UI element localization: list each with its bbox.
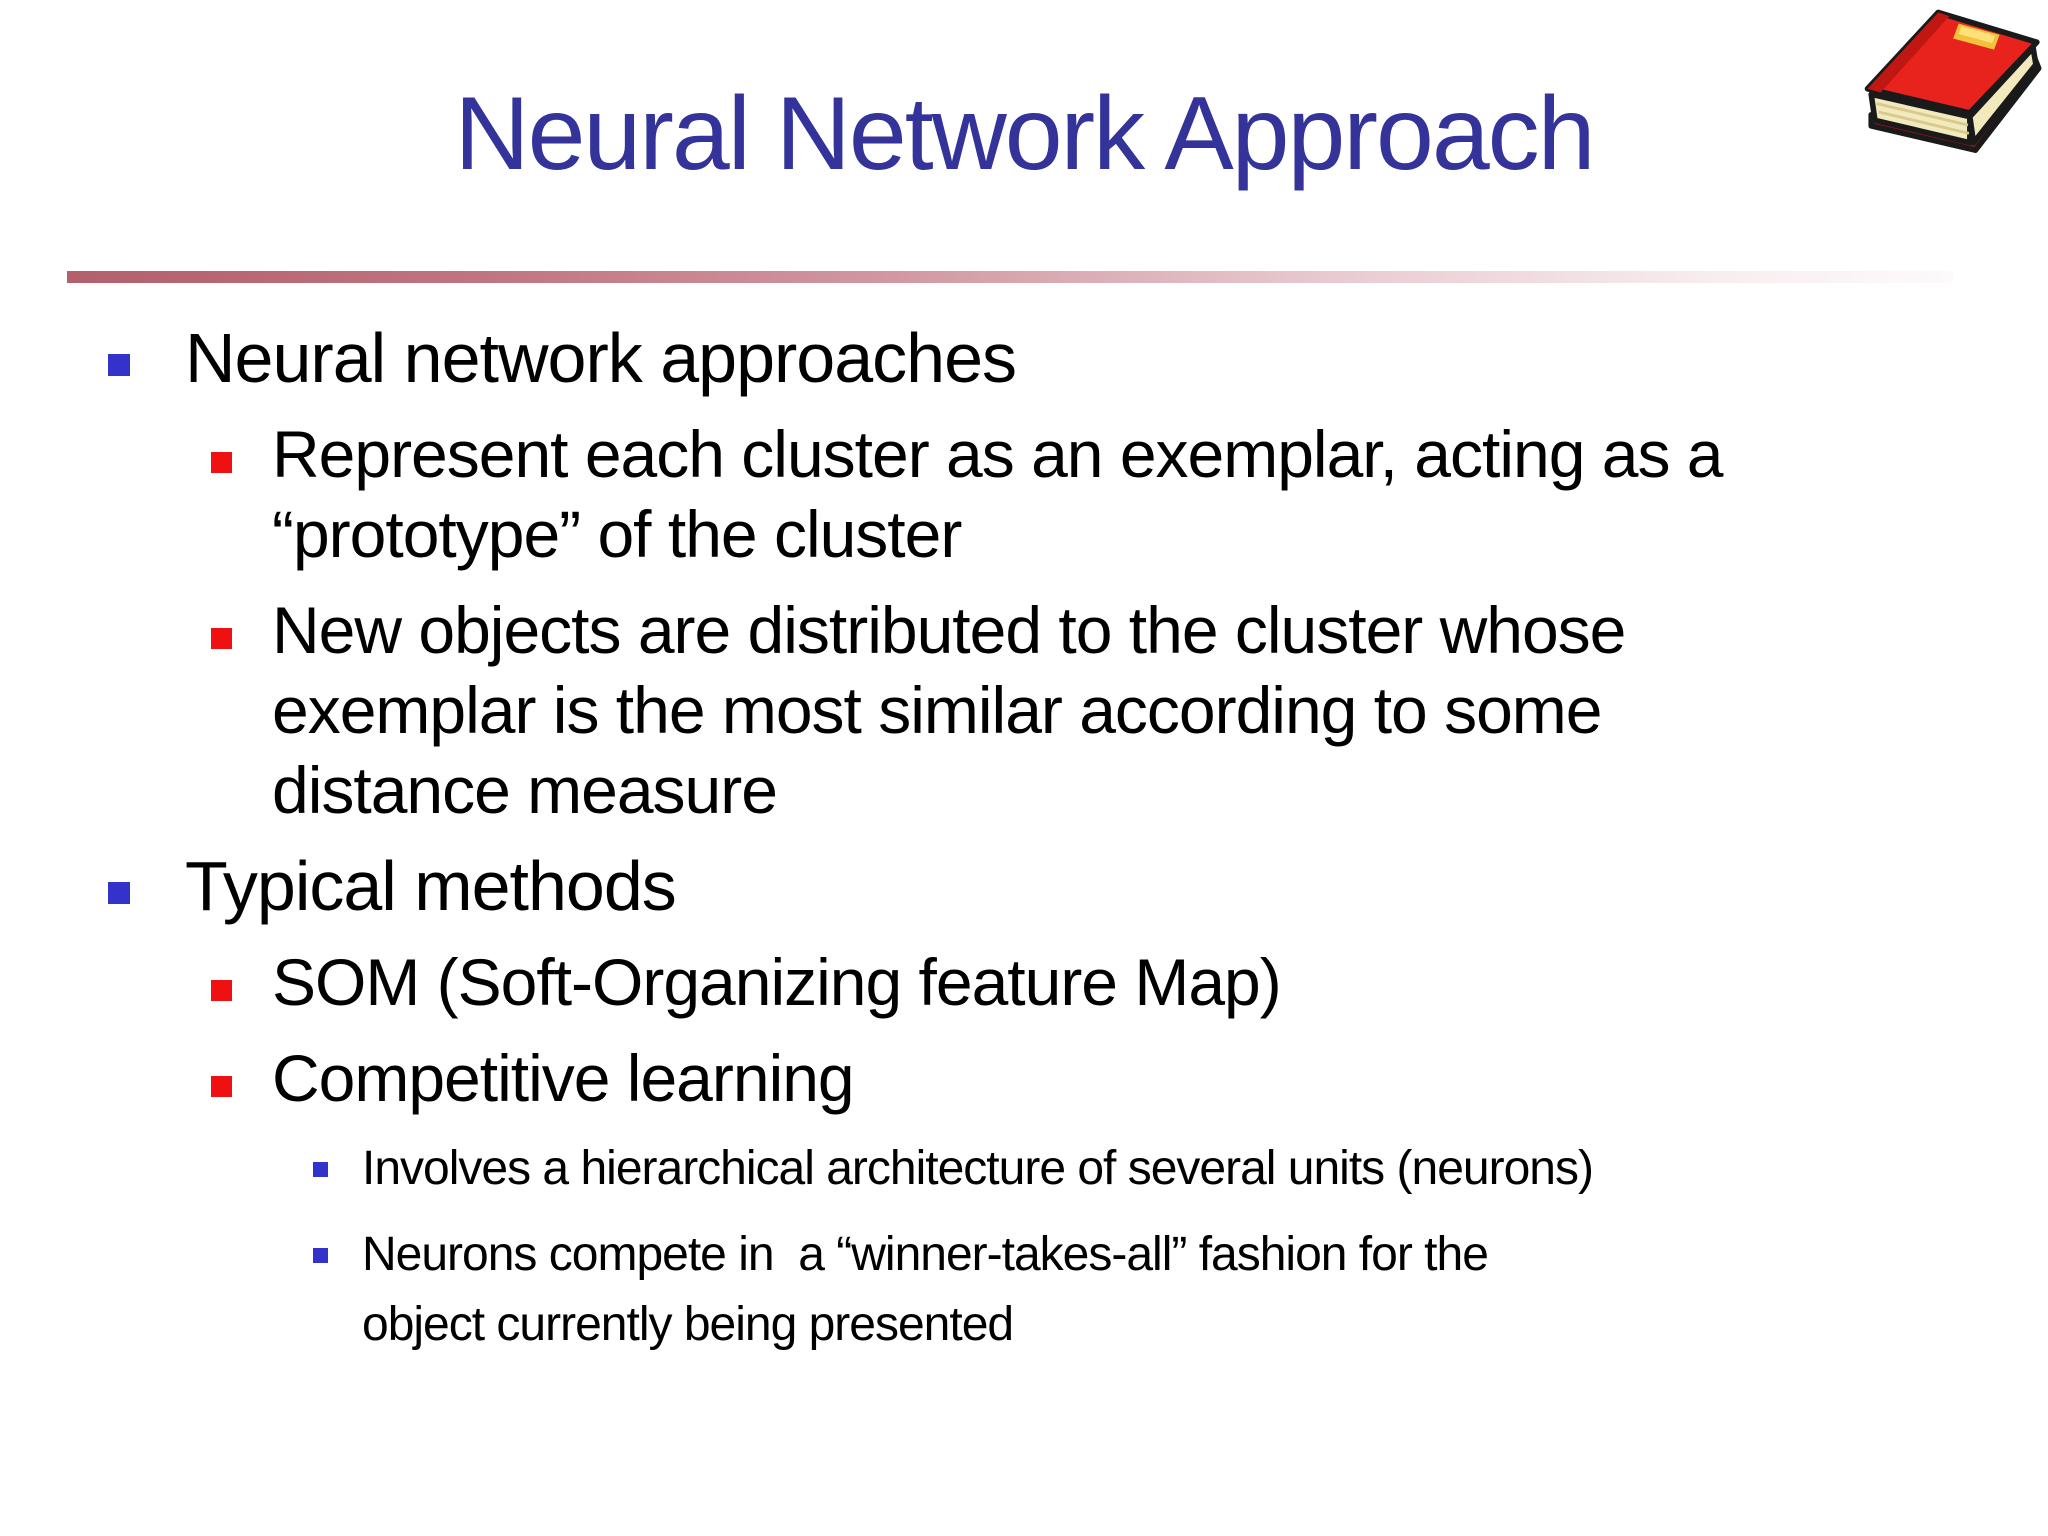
book-spine — [1867, 12, 1950, 93]
bullet-text: Involves a hierarchical architecture of … — [362, 1142, 1594, 1195]
title-divider — [67, 271, 1953, 283]
bullet-text: SOM (Soft-Organizing feature Map) — [272, 945, 1282, 1019]
bullet-text: Represent each cluster as an exemplar, a… — [272, 417, 1724, 571]
bullet-square-icon — [313, 1248, 328, 1263]
bullet-text: Competitive learning — [272, 1041, 855, 1115]
bullet-item: Represent each cluster as an exemplar, a… — [0, 414, 2048, 574]
bullet-item: Competitive learning — [0, 1038, 2048, 1118]
bullet-list: Neural network approaches Represent each… — [0, 318, 2048, 1376]
bullet-square-icon — [313, 1162, 328, 1177]
bullet-item: Involves a hierarchical architecture of … — [0, 1134, 2048, 1204]
bullet-text: Typical methods — [185, 847, 677, 925]
bullet-square-icon — [211, 1076, 232, 1097]
book-pages-left — [1868, 91, 1973, 146]
bullet-square-icon — [211, 452, 232, 473]
book-label-highlight — [1958, 26, 1995, 44]
bullet-square-icon — [211, 628, 232, 649]
bullet-item: Neurons compete in a “winner-takes-all” … — [0, 1220, 2048, 1360]
bullet-item: Neural network approaches — [0, 318, 2048, 398]
bullet-item: SOM (Soft-Organizing feature Map) — [0, 942, 2048, 1022]
bullet-text: New objects are distributed to the clust… — [272, 593, 1626, 827]
bullet-text: Neurons compete in a “winner-takes-all” … — [362, 1228, 1489, 1351]
bullet-square-icon — [108, 354, 130, 376]
bullet-square-icon — [108, 882, 130, 904]
bullet-item: New objects are distributed to the clust… — [0, 590, 2048, 830]
bullet-square-icon — [211, 980, 232, 1001]
bullet-text: Neural network approaches — [185, 319, 1017, 397]
page-title: Neural Network Approach — [454, 76, 1595, 192]
book-icon — [1864, 9, 2042, 153]
bullet-item: Typical methods — [0, 846, 2048, 926]
